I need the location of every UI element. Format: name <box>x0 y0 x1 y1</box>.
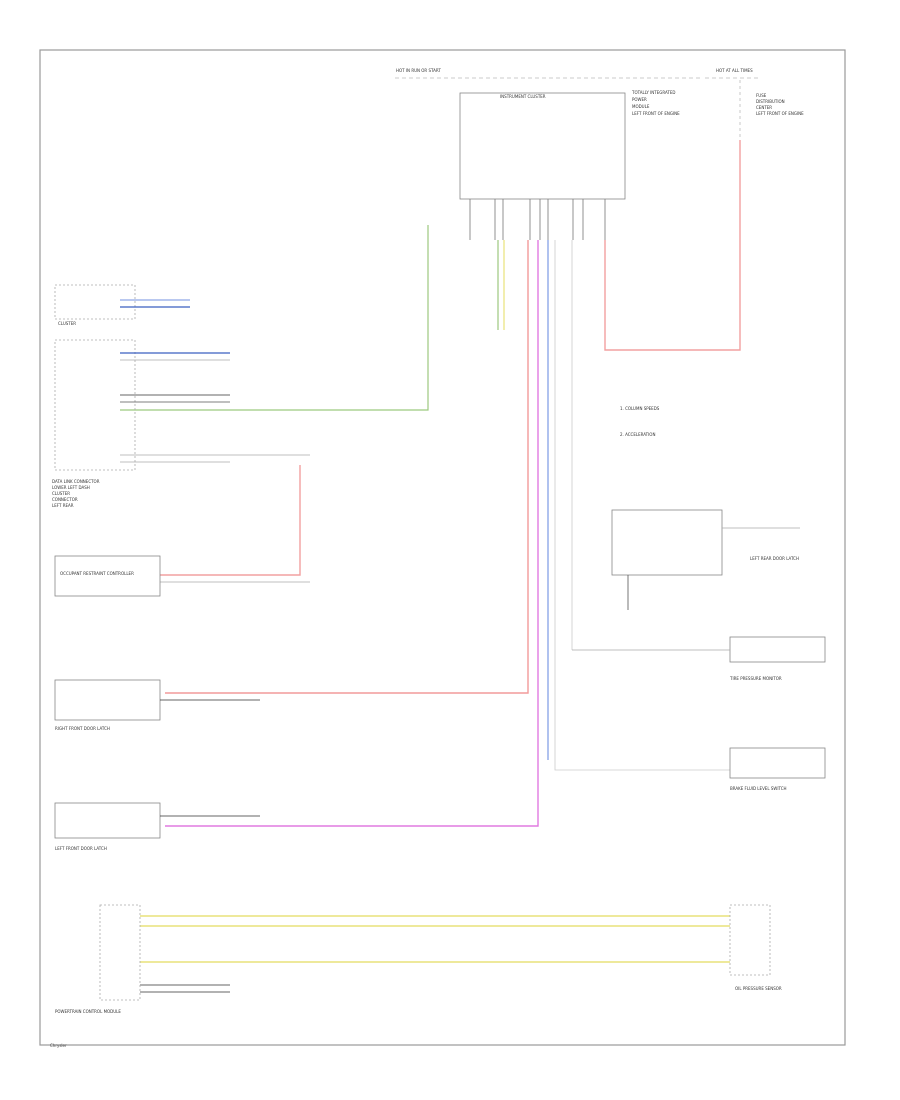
brake-fluid-box <box>729 747 826 779</box>
pcm-label: POWERTRAIN CONTROL MODULE <box>55 1009 121 1014</box>
top-right-label-4: LEFT FRONT OF ENGINE <box>756 111 804 116</box>
left-rear-door-module <box>611 509 723 576</box>
module-pin-wires <box>469 199 606 240</box>
top-fuse-label: HOT IN RUN OR START <box>396 68 441 73</box>
right-label-2: POWER <box>632 97 647 102</box>
note-1: 1. COLUMN SPEEDS <box>620 406 660 411</box>
restraint-module-box <box>54 555 161 597</box>
oil-pressure-connector <box>729 904 771 976</box>
upper-right-labels: TOTALLY INTEGRATED POWER MODULE LEFT FRO… <box>631 90 680 116</box>
oil-pressure-label: OIL PRESSURE SENSOR <box>735 986 782 991</box>
cluster-connector-main <box>54 339 136 471</box>
magenta-wire-left-door <box>165 240 539 827</box>
red-wire-right-door <box>165 240 529 694</box>
right-label-1: TOTALLY INTEGRATED <box>631 90 675 95</box>
right-label-4: LEFT FRONT OF ENGINE <box>632 111 680 116</box>
diagram-border <box>39 49 846 1046</box>
left-connector-4: CONNECTOR <box>52 497 78 502</box>
cluster-connector-top <box>54 284 136 320</box>
right-door-latch-label: RIGHT FRONT DOOR LATCH <box>55 726 110 731</box>
left-connector-2: LOWER LEFT DASH <box>52 485 90 490</box>
tire-pressure-label: TIRE PRESSURE MONITOR <box>729 676 782 681</box>
instrument-module-box <box>459 92 626 200</box>
gray-wire-brake <box>554 240 730 771</box>
red-wire-fuse <box>604 140 741 351</box>
instrument-module-label: INSTRUMENT CLUSTER <box>500 94 546 99</box>
footer-brand: Chrysler <box>50 1043 67 1048</box>
tire-pressure-box <box>729 636 826 663</box>
top-right-label-1: FUSE <box>756 93 767 98</box>
red-wire-restraint <box>160 465 301 576</box>
top-right-label-2: DISTRIBUTION <box>756 99 785 104</box>
left-door-latch-label: LEFT FRONT DOOR LATCH <box>55 846 107 851</box>
right-label-3: MODULE <box>632 104 650 109</box>
left-connector-labels: DATA LINK CONNECTOR LOWER LEFT DASH CLUS… <box>52 479 100 508</box>
pcm-connector <box>99 904 141 1001</box>
restraint-module-label: OCCUPANT RESTRAINT CONTROLLER <box>60 571 134 576</box>
top-right-fuse-label: HOT AT ALL TIMES <box>716 68 753 73</box>
right-door-latch-box <box>54 679 161 721</box>
cluster-label: CLUSTER <box>58 321 76 326</box>
left-connector-3: CLUSTER <box>52 491 70 496</box>
left-connector-1: DATA LINK CONNECTOR <box>52 479 100 484</box>
left-door-latch-box <box>54 802 161 839</box>
top-right-label-3: CENTER <box>756 105 772 110</box>
left-rear-door-label: LEFT REAR DOOR LATCH <box>750 556 799 561</box>
left-connector-5: LEFT REAR <box>52 503 74 508</box>
green-wire-cluster <box>120 225 429 411</box>
top-right-block-labels: FUSE DISTRIBUTION CENTER LEFT FRONT OF E… <box>756 93 804 116</box>
note-2: 2. ACCELERATION <box>620 432 655 437</box>
brake-fluid-label: BRAKE FLUID LEVEL SWITCH <box>730 786 787 791</box>
